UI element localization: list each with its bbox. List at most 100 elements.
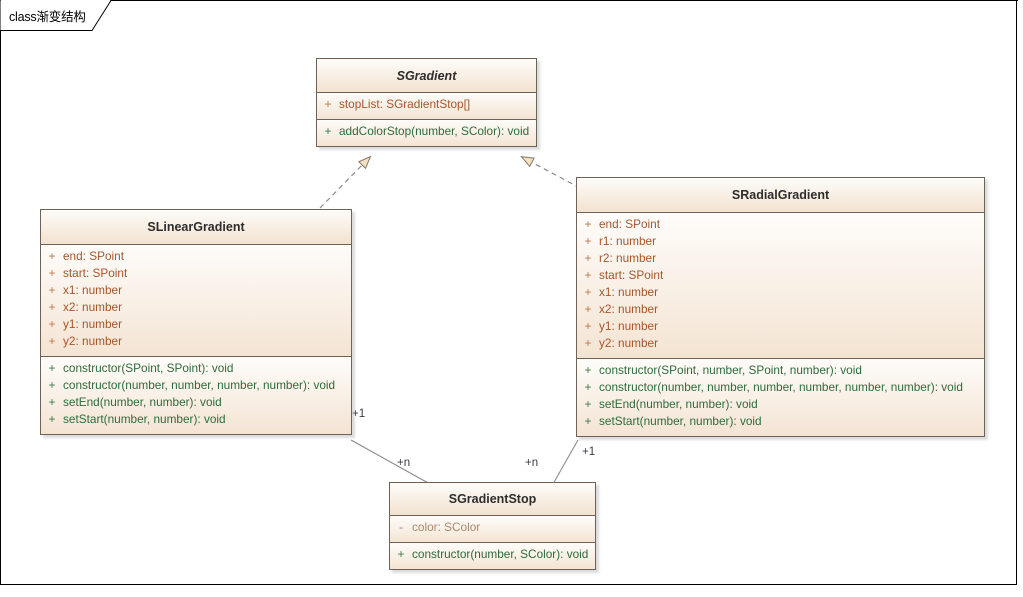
attribute-row: + end: SPoint <box>41 249 351 266</box>
multiplicity-radial-target: +n <box>525 457 539 469</box>
visibility-marker: + <box>48 361 56 375</box>
visibility-marker: + <box>584 285 592 299</box>
visibility-marker: + <box>584 302 592 316</box>
method-label: setStart(number, number): void <box>599 414 762 428</box>
visibility-marker: + <box>584 397 592 411</box>
method-label: setEnd(number, number): void <box>599 397 758 411</box>
diagram-title-label: class渐变结构 <box>9 10 86 24</box>
class-box-sgradientstop[interactable]: SGradientStop - color: SColor + construc… <box>389 482 596 570</box>
methods-compartment-sradialgradient: + constructor(SPoint, number, SPoint, nu… <box>577 359 984 436</box>
visibility-marker: + <box>584 234 592 248</box>
attribute-label: stopList: SGradientStop[] <box>339 97 471 111</box>
methods-compartment-slineargradient: + constructor(SPoint, SPoint): void + co… <box>41 357 351 434</box>
visibility-marker: + <box>397 547 405 561</box>
attribute-row: + stopList: SGradientStop[] <box>317 97 536 114</box>
visibility-marker: + <box>48 412 56 426</box>
visibility-marker: + <box>324 97 332 111</box>
visibility-marker: + <box>584 414 592 428</box>
diagram-frame <box>0 0 1017 585</box>
multiplicity-radial-source: +1 <box>582 446 596 458</box>
visibility-marker: + <box>48 334 56 348</box>
method-row: + constructor(number, SColor): void <box>390 547 595 564</box>
attribute-row: + y2: number <box>577 336 984 353</box>
method-row: + setEnd(number, number): void <box>577 397 984 414</box>
attribute-label: r1: number <box>599 234 657 248</box>
class-name-sgradient: SGradient <box>317 59 536 93</box>
attribute-label: end: SPoint <box>63 249 124 263</box>
attribute-label: start: SPoint <box>599 268 664 282</box>
diagram-title-tab: class渐变结构 <box>0 0 112 31</box>
methods-compartment-sgradientstop: + constructor(number, SColor): void <box>390 543 595 569</box>
visibility-marker: + <box>584 251 592 265</box>
attributes-compartment-sgradient: + stopList: SGradientStop[] <box>317 93 536 120</box>
visibility-marker: + <box>48 266 56 280</box>
method-row: + constructor(SPoint, number, SPoint, nu… <box>577 363 984 380</box>
method-row: + constructor(number, number, number, nu… <box>577 380 984 397</box>
visibility-marker: + <box>48 300 56 314</box>
method-label: constructor(SPoint, SPoint): void <box>63 361 234 375</box>
visibility-marker: + <box>584 363 592 377</box>
multiplicity-linear-target: +n <box>397 457 411 469</box>
attribute-label: x1: number <box>63 283 123 297</box>
visibility-marker: + <box>584 319 592 333</box>
class-box-sgradient[interactable]: SGradient + stopList: SGradientStop[] + … <box>316 58 537 147</box>
method-label: constructor(SPoint, number, SPoint, numb… <box>599 363 862 377</box>
class-name-sgradientstop: SGradientStop <box>390 483 595 516</box>
attribute-row: - color: SColor <box>390 520 595 537</box>
attribute-row: + x1: number <box>577 285 984 302</box>
method-label: addColorStop(number, SColor): void <box>339 124 530 138</box>
attribute-row: + y2: number <box>41 334 351 351</box>
method-label: constructor(number, SColor): void <box>412 547 589 561</box>
visibility-marker: + <box>48 283 56 297</box>
attributes-compartment-sradialgradient: + end: SPoint + r1: number + r2: number … <box>577 213 984 359</box>
attribute-row: + r1: number <box>577 234 984 251</box>
method-row: + constructor(number, number, number, nu… <box>41 378 351 395</box>
attribute-label: start: SPoint <box>63 266 128 280</box>
visibility-marker: - <box>399 520 403 534</box>
visibility-marker: + <box>584 268 592 282</box>
attribute-row: + x2: number <box>577 302 984 319</box>
visibility-marker: + <box>48 249 56 263</box>
attribute-row: + end: SPoint <box>577 217 984 234</box>
attribute-label: y2: number <box>599 336 659 350</box>
visibility-marker: + <box>48 395 56 409</box>
attribute-label: x2: number <box>63 300 123 314</box>
visibility-marker: + <box>584 380 592 394</box>
attribute-label: y1: number <box>63 317 123 331</box>
method-row: + constructor(SPoint, SPoint): void <box>41 361 351 378</box>
frame-top-border <box>110 0 1018 1</box>
attribute-row: + start: SPoint <box>41 266 351 283</box>
visibility-marker: + <box>584 217 592 231</box>
attributes-compartment-sgradientstop: - color: SColor <box>390 516 595 543</box>
method-label: constructor(number, number, number, numb… <box>63 378 336 392</box>
class-name-slineargradient: SLinearGradient <box>41 210 351 245</box>
attribute-row: + y1: number <box>577 319 984 336</box>
attribute-row: + y1: number <box>41 317 351 334</box>
method-row: + setStart(number, number): void <box>41 412 351 429</box>
attribute-label: end: SPoint <box>599 217 660 231</box>
attribute-row: + r2: number <box>577 251 984 268</box>
visibility-marker: + <box>48 317 56 331</box>
visibility-marker: + <box>584 336 592 350</box>
attributes-compartment-slineargradient: + end: SPoint + start: SPoint + x1: numb… <box>41 245 351 357</box>
attribute-row: + x1: number <box>41 283 351 300</box>
attribute-label: x1: number <box>599 285 659 299</box>
method-label: constructor(number, number, number, numb… <box>599 380 963 394</box>
attribute-row: + x2: number <box>41 300 351 317</box>
method-row: + addColorStop(number, SColor): void <box>317 124 536 141</box>
class-box-sradialgradient[interactable]: SRadialGradient + end: SPoint + r1: numb… <box>576 177 985 437</box>
attribute-label: color: SColor <box>412 520 481 534</box>
visibility-marker: + <box>324 124 332 138</box>
attribute-label: x2: number <box>599 302 659 316</box>
visibility-marker: + <box>48 378 56 392</box>
class-name-sradialgradient: SRadialGradient <box>577 178 984 213</box>
method-row: + setStart(number, number): void <box>577 414 984 431</box>
attribute-label: r2: number <box>599 251 657 265</box>
method-row: + setEnd(number, number): void <box>41 395 351 412</box>
class-box-slineargradient[interactable]: SLinearGradient + end: SPoint + start: S… <box>40 209 352 435</box>
methods-compartment-sgradient: + addColorStop(number, SColor): void <box>317 120 536 146</box>
attribute-label: y1: number <box>599 319 659 333</box>
attribute-label: y2: number <box>63 334 123 348</box>
method-label: setEnd(number, number): void <box>63 395 222 409</box>
multiplicity-linear-source: +1 <box>352 408 366 420</box>
